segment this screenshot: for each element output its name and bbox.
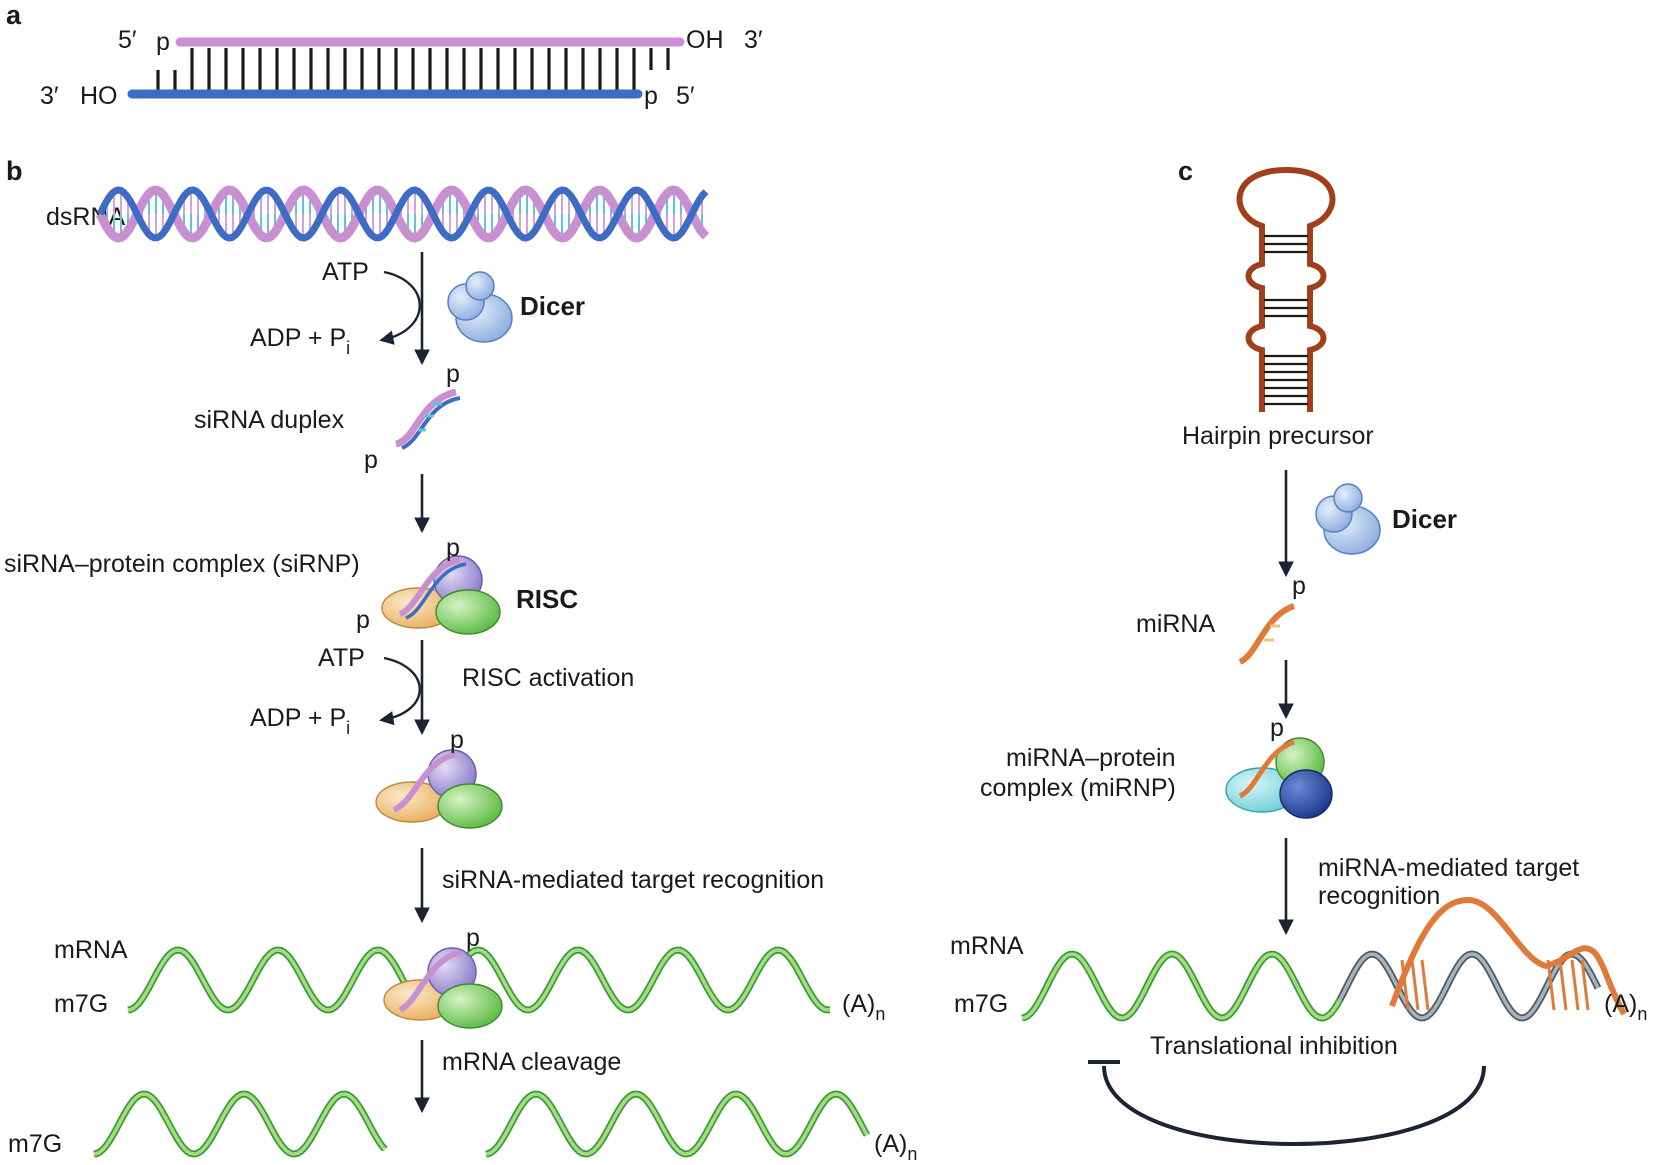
p-label-sirnp-top: p: [446, 534, 460, 562]
p-label-mirnp: p: [1270, 714, 1284, 742]
atp-label: ATP: [322, 258, 369, 286]
base-pair-line: [1546, 959, 1556, 1011]
dsrna-label: dsRNA: [46, 203, 126, 231]
target-label-c-2: recognition: [1318, 882, 1440, 910]
m7g-label-b: m7G: [54, 990, 108, 1018]
polya-label-b: (A)n: [842, 990, 885, 1024]
base-pair-line: [1580, 959, 1590, 1011]
sirnp-label: siRNA–protein complex (siRNP): [4, 550, 360, 578]
label-oh: OH: [686, 26, 724, 54]
atp-hydrolysis-arrow-2: [379, 656, 421, 726]
mirna-bound-to-mrna: [1389, 896, 1627, 1016]
label-p-top: p: [156, 28, 170, 56]
adp-label-2: ADP + Pi: [250, 704, 350, 738]
dicer-label-c: Dicer: [1392, 504, 1457, 534]
p-label-mirna: p: [1292, 572, 1306, 600]
mirna-base-pairs: [1400, 959, 1590, 1011]
p-label-activated: p: [450, 726, 464, 754]
label-3prime-bottom: 3′: [40, 82, 59, 110]
cleaved-fragment-5prime: [93, 1090, 388, 1158]
label-5prime-top: 5′: [118, 26, 137, 54]
panel-b: b dsRNA ATP ADP + Pi Dicer p p siRNA dup…: [4, 156, 917, 1164]
label-ho: HO: [80, 82, 118, 110]
activated-risc: [375, 749, 503, 829]
target-label-c-1: miRNA-mediated target: [1318, 854, 1579, 882]
mrna-3utr-strand-highlight: [1338, 952, 1600, 1020]
mrna-strand-c: [1021, 950, 1344, 1022]
target-recognition-label: siRNA-mediated target recognition: [442, 866, 824, 894]
dsrna-antisense-strand: [96, 186, 709, 242]
hairpin-label: Hairpin precursor: [1182, 422, 1374, 450]
mirnp-label-2: complex (miRNP): [980, 774, 1176, 802]
sirna-duplex-label: siRNA duplex: [194, 406, 345, 434]
risc-activation-label: RISC activation: [462, 664, 634, 692]
polya-label-cleaved: (A)n: [874, 1130, 917, 1164]
dsrna-sense-strand: [95, 185, 710, 243]
cleaved-fragment-5prime-highlight: [93, 1092, 387, 1156]
atp-label-2: ATP: [318, 644, 365, 672]
p-label-duplex-bottom: p: [364, 446, 378, 474]
base-pair-line: [1420, 959, 1430, 1011]
cleaved-fragment-3prime-highlight: [485, 1092, 869, 1156]
risc-label: RISC: [516, 584, 578, 614]
hairpin-precursor: [1236, 166, 1336, 412]
p-label-sirnp-bottom: p: [356, 606, 370, 634]
dicer-label: Dicer: [520, 291, 585, 321]
label-5prime-bottom: 5′: [676, 82, 695, 110]
label-3prime-top: 3′: [744, 26, 763, 54]
base-pair-line: [1570, 959, 1580, 1011]
p-label-mrna: p: [466, 924, 480, 952]
inhibition-arrow: [1102, 1065, 1486, 1146]
mrna-label-c: mRNA: [950, 932, 1024, 960]
adp-label: ADP + Pi: [250, 324, 350, 358]
dicer-enzyme: [447, 271, 513, 343]
label-p-bottom: p: [644, 82, 658, 110]
sirna-duplex: [394, 388, 461, 450]
risc-on-mrna: [383, 947, 503, 1029]
panel-c-label: c: [1178, 156, 1193, 186]
panel-a-label: a: [6, 0, 22, 30]
cleavage-label: mRNA cleavage: [442, 1048, 621, 1076]
base-pair-ticks: [156, 48, 670, 90]
mirnp-label-1: miRNA–protein: [1006, 744, 1176, 772]
mrna-strand-c-highlight: [1021, 952, 1342, 1020]
panel-b-label: b: [6, 156, 23, 186]
mrna-label-b: mRNA: [54, 936, 128, 964]
polya-label-c: (A)n: [1604, 990, 1647, 1024]
panel-c: c Hairpin precursor Dicer p miRNA: [950, 156, 1647, 1146]
mirna-duplex: [1238, 603, 1296, 665]
atp-hydrolysis-arrow: [379, 270, 421, 345]
m7g-label-cleaved: m7G: [8, 1130, 62, 1158]
mrna-strand-b-highlight: [127, 948, 831, 1012]
p-label-duplex-top: p: [446, 360, 460, 388]
panel-a: a 5′ p OH 3′ 3′ HO p 5′: [6, 0, 763, 110]
mirna-label: miRNA: [1136, 610, 1215, 638]
mirnp-complex: [1225, 737, 1333, 819]
base-pair-line: [1558, 959, 1568, 1011]
hairpin-base-pairs: [1264, 234, 1308, 406]
inhibition-label: Translational inhibition: [1150, 1032, 1398, 1060]
base-pair-line: [1400, 959, 1410, 1011]
dicer-enzyme-c: [1315, 483, 1381, 555]
base-pair-line: [1410, 959, 1420, 1011]
m7g-label-c: m7G: [954, 990, 1008, 1018]
sirnp-complex: [381, 555, 501, 635]
